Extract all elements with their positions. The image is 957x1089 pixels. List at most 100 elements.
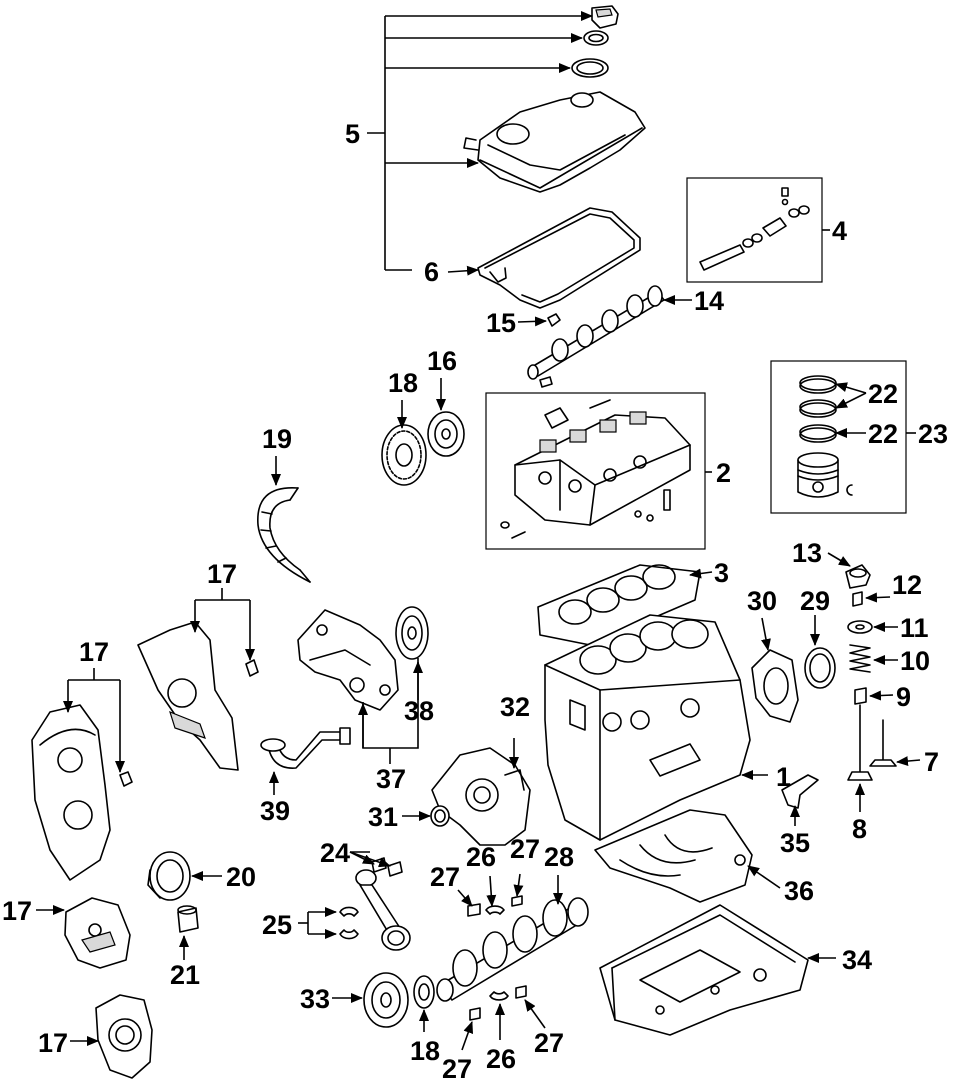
callout-8: 8 xyxy=(852,814,867,844)
oil-control-valve xyxy=(699,187,810,271)
callout-27-lower-right: 27 xyxy=(534,1028,564,1058)
piston-ring-top xyxy=(799,375,837,391)
callout-1: 1 xyxy=(776,762,791,792)
callout-7: 7 xyxy=(924,747,939,777)
timing-belt xyxy=(257,487,311,583)
timing-cover-upper xyxy=(31,704,111,881)
rod-bearing-upper xyxy=(339,906,359,917)
engine-block xyxy=(544,614,751,841)
callout-2: 2 xyxy=(716,458,731,488)
valve-cover xyxy=(463,91,646,193)
oil-pan xyxy=(599,904,809,1036)
callout-26-upper: 26 xyxy=(466,842,496,872)
callout-4: 4 xyxy=(832,216,847,246)
timing-cover-bottom xyxy=(95,994,153,1079)
callout-21: 21 xyxy=(170,960,200,990)
callout-18-upper: 18 xyxy=(388,368,418,398)
camshaft-key xyxy=(539,376,553,388)
crankshaft-front-seal xyxy=(430,805,450,827)
callout-26-lower: 26 xyxy=(486,1044,516,1074)
cylinder-head xyxy=(500,399,691,539)
valve-keeper xyxy=(852,591,863,607)
callout-37: 37 xyxy=(376,764,406,794)
callout-27-lower-left: 27 xyxy=(442,1054,472,1084)
camshaft-sprocket xyxy=(381,424,427,486)
camshaft-adjuster xyxy=(427,411,465,457)
callout-23: 23 xyxy=(918,419,948,449)
callout-34: 34 xyxy=(842,945,872,975)
callout-17-middle: 17 xyxy=(207,559,237,589)
callout-17-bottom: 17 xyxy=(38,1028,68,1058)
callout-9: 9 xyxy=(896,682,911,712)
callout-14: 14 xyxy=(694,286,724,316)
valve-spring-retainer xyxy=(847,620,873,634)
callout-15: 15 xyxy=(486,308,516,338)
oil-pickup-tube xyxy=(260,727,351,769)
callout-22-upper: 22 xyxy=(868,379,898,409)
piston-ring-oil xyxy=(799,424,837,440)
valve-stem-seal xyxy=(854,687,867,705)
crankshaft xyxy=(436,897,589,1002)
callout-6: 6 xyxy=(424,257,439,287)
callout-19: 19 xyxy=(262,424,292,454)
idler-bushing xyxy=(177,905,199,933)
callout-17-upper: 17 xyxy=(79,637,109,667)
callout-10: 10 xyxy=(900,646,930,676)
callout-27-upper-right: 27 xyxy=(510,834,540,864)
thrust-washer-d xyxy=(515,985,527,999)
filler-neck-seal xyxy=(571,58,609,78)
head-gasket xyxy=(537,564,701,646)
camshaft xyxy=(527,285,665,380)
callout-3: 3 xyxy=(714,558,729,588)
oil-filler-cap xyxy=(591,5,619,29)
crank-sprocket xyxy=(413,975,435,1009)
timing-cover-lower xyxy=(64,897,131,969)
piston-ring-middle xyxy=(799,399,837,415)
timing-cover-bolt xyxy=(119,771,133,787)
valve-cover-gasket xyxy=(477,207,641,309)
box-23 xyxy=(770,360,907,514)
idler-pulley xyxy=(395,606,429,660)
callout-12: 12 xyxy=(892,570,922,600)
intake-valve xyxy=(869,719,897,767)
timing-cover-middle xyxy=(137,621,239,771)
thrust-washer-c xyxy=(469,1007,481,1021)
callout-35: 35 xyxy=(780,828,810,858)
rod-bearing-lower xyxy=(339,929,359,940)
callout-5: 5 xyxy=(345,119,360,149)
callout-29: 29 xyxy=(800,586,830,616)
main-bearing-upper xyxy=(485,905,505,915)
rear-main-seal xyxy=(804,647,836,689)
cap-seal-ring xyxy=(583,30,609,46)
thrust-washer-b xyxy=(511,895,523,907)
rear-main-seal-flange xyxy=(751,649,799,723)
callout-28: 28 xyxy=(544,842,574,872)
connecting-rod xyxy=(355,869,411,951)
box-2 xyxy=(485,392,706,550)
piston-pin-clip xyxy=(846,484,853,496)
callout-31: 31 xyxy=(368,802,398,832)
callout-33: 33 xyxy=(300,984,330,1014)
valve-spring xyxy=(849,644,871,673)
callout-36: 36 xyxy=(784,876,814,906)
callout-18-lower: 18 xyxy=(410,1036,440,1066)
callout-17-lower: 17 xyxy=(2,896,32,926)
callout-13: 13 xyxy=(792,538,822,568)
oil-pump xyxy=(431,747,531,846)
callout-24: 24 xyxy=(320,838,350,868)
callout-32: 32 xyxy=(500,692,530,722)
main-bearing-lower xyxy=(489,991,509,1001)
piston xyxy=(797,452,839,498)
callout-16: 16 xyxy=(427,346,457,376)
engine-mount-bracket xyxy=(297,609,399,711)
oil-pan-bracket xyxy=(781,774,819,809)
valve-lifter xyxy=(845,564,871,589)
callout-39: 39 xyxy=(260,796,290,826)
exhaust-valve xyxy=(847,704,873,781)
camshaft-plug xyxy=(547,313,561,327)
callout-38: 38 xyxy=(404,696,434,726)
callout-30: 30 xyxy=(747,586,777,616)
crankshaft-pulley xyxy=(363,972,409,1028)
callout-25: 25 xyxy=(262,910,292,940)
